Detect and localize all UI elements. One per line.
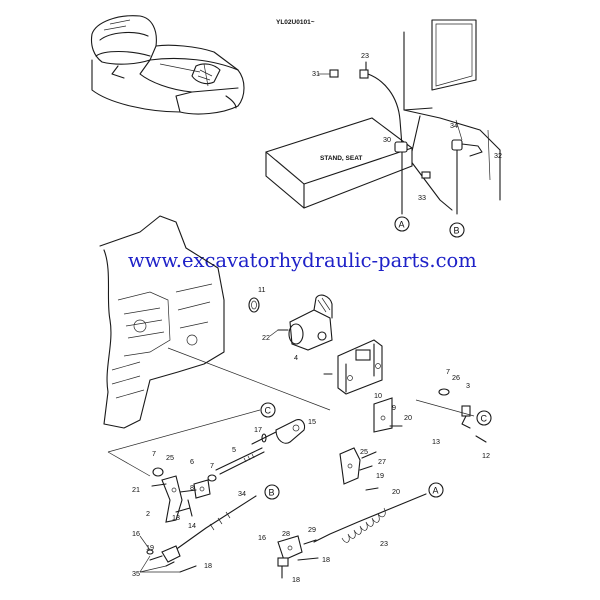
- callout-6: 6: [190, 457, 194, 466]
- callout-16-bottom: 16: [258, 533, 266, 542]
- callout-10: 10: [374, 391, 382, 400]
- callout-7-mid: 7: [210, 461, 214, 470]
- callout-8: 8: [190, 483, 194, 492]
- callout-4: 4: [294, 353, 298, 362]
- part-30-grommet: [394, 141, 408, 153]
- lever-cluster: [151, 467, 217, 523]
- callout-18-left: 18: [204, 561, 212, 570]
- part-11-oring: [248, 297, 260, 313]
- cable-23-coil: [313, 493, 427, 543]
- callout-7-left: 7: [152, 449, 156, 458]
- callout-17: 17: [254, 425, 262, 434]
- callout-35: 35: [132, 569, 140, 578]
- callout-7-right: 7: [446, 367, 450, 376]
- ref-marker-a-bottom: A: [428, 482, 444, 498]
- svg-text:A: A: [399, 220, 405, 230]
- svg-text:B: B: [454, 226, 460, 236]
- callout-13-left: 13: [172, 513, 180, 522]
- seat-stand-label: STAND, SEAT: [320, 155, 362, 162]
- svg-text:C: C: [481, 414, 488, 424]
- seat-stand: STAND, SEAT: [265, 117, 413, 209]
- part-26-washer: [438, 388, 450, 396]
- part-28-bracket: [277, 535, 319, 579]
- svg-text:B: B: [269, 488, 275, 498]
- callout-29: 29: [308, 525, 316, 534]
- callout-34-top: 34: [450, 121, 458, 130]
- callout-32: 32: [494, 151, 502, 160]
- callout-13-right: 13: [432, 437, 440, 446]
- callout-23-top: 23: [361, 51, 369, 60]
- callout-5: 5: [232, 445, 236, 454]
- part-4-motor: [277, 294, 333, 351]
- ref-marker-c-right: C: [476, 410, 492, 426]
- cable-bracket: [339, 447, 379, 491]
- part-31-clip: [329, 69, 339, 78]
- callout-31: 31: [312, 69, 320, 78]
- callout-14: 14: [188, 521, 196, 530]
- ref-marker-b-top: B: [449, 222, 465, 238]
- callout-9: 9: [392, 403, 396, 412]
- callout-18-bottom: 18: [292, 575, 300, 584]
- part-23-fitting: [359, 61, 369, 79]
- callout-26-right: 26: [452, 373, 460, 382]
- callout-27: 27: [378, 457, 386, 466]
- motor-bracket: [323, 339, 383, 395]
- part-15-rod-end: [251, 419, 306, 445]
- part-10-bracket: [373, 397, 393, 433]
- callout-12: 12: [482, 451, 490, 460]
- drawing-code: YL02U0101~: [276, 19, 315, 26]
- callout-33: 33: [418, 193, 426, 202]
- callout-22: 22: [262, 333, 270, 342]
- callout-25-right: 25: [360, 447, 368, 456]
- perspective-lines: [107, 347, 331, 477]
- bottom-bolts: [146, 549, 197, 573]
- seat-overview-illustration: [90, 15, 245, 115]
- part-3-lever: [415, 399, 487, 443]
- watermark-url: www.excavatorhydraulic-parts.com: [128, 249, 477, 272]
- callout-20-mid: 20: [404, 413, 412, 422]
- callout-11: 11: [258, 285, 265, 294]
- callout-2: 2: [146, 509, 150, 518]
- callout-18-mid: 18: [322, 555, 330, 564]
- callout-leader-lines: [139, 73, 330, 573]
- callout-19-right: 19: [376, 471, 384, 480]
- part-number-callouts: 23 31 30 34 32 33 11 22 4 7 26 3 10 9 20…: [132, 51, 502, 584]
- callout-21: 21: [132, 485, 140, 494]
- callout-25-left: 25: [166, 453, 174, 462]
- ref-marker-b-bottom: B: [264, 484, 280, 500]
- part-5-rod: [215, 447, 265, 475]
- cable-to-a: [367, 73, 403, 215]
- callout-3: 3: [466, 381, 470, 390]
- cab-body-outline: [403, 19, 501, 211]
- callout-23-bottom: 23: [380, 539, 388, 548]
- callout-34-bottom: 34: [238, 489, 246, 498]
- callout-16-left: 16: [132, 529, 140, 538]
- callout-15: 15: [308, 417, 316, 426]
- cable-34: [149, 495, 257, 563]
- callout-19: 19: [146, 543, 154, 552]
- callout-30: 30: [383, 135, 391, 144]
- ref-marker-c-mid: C: [260, 402, 276, 418]
- engine-block-outline: [99, 215, 225, 429]
- ref-marker-a-top: A: [394, 216, 410, 232]
- part-34-lever-assembly: [421, 139, 483, 215]
- svg-text:C: C: [265, 406, 272, 416]
- callout-28: 28: [282, 529, 290, 538]
- callout-20-bottom: 20: [392, 487, 400, 496]
- svg-text:A: A: [433, 486, 439, 496]
